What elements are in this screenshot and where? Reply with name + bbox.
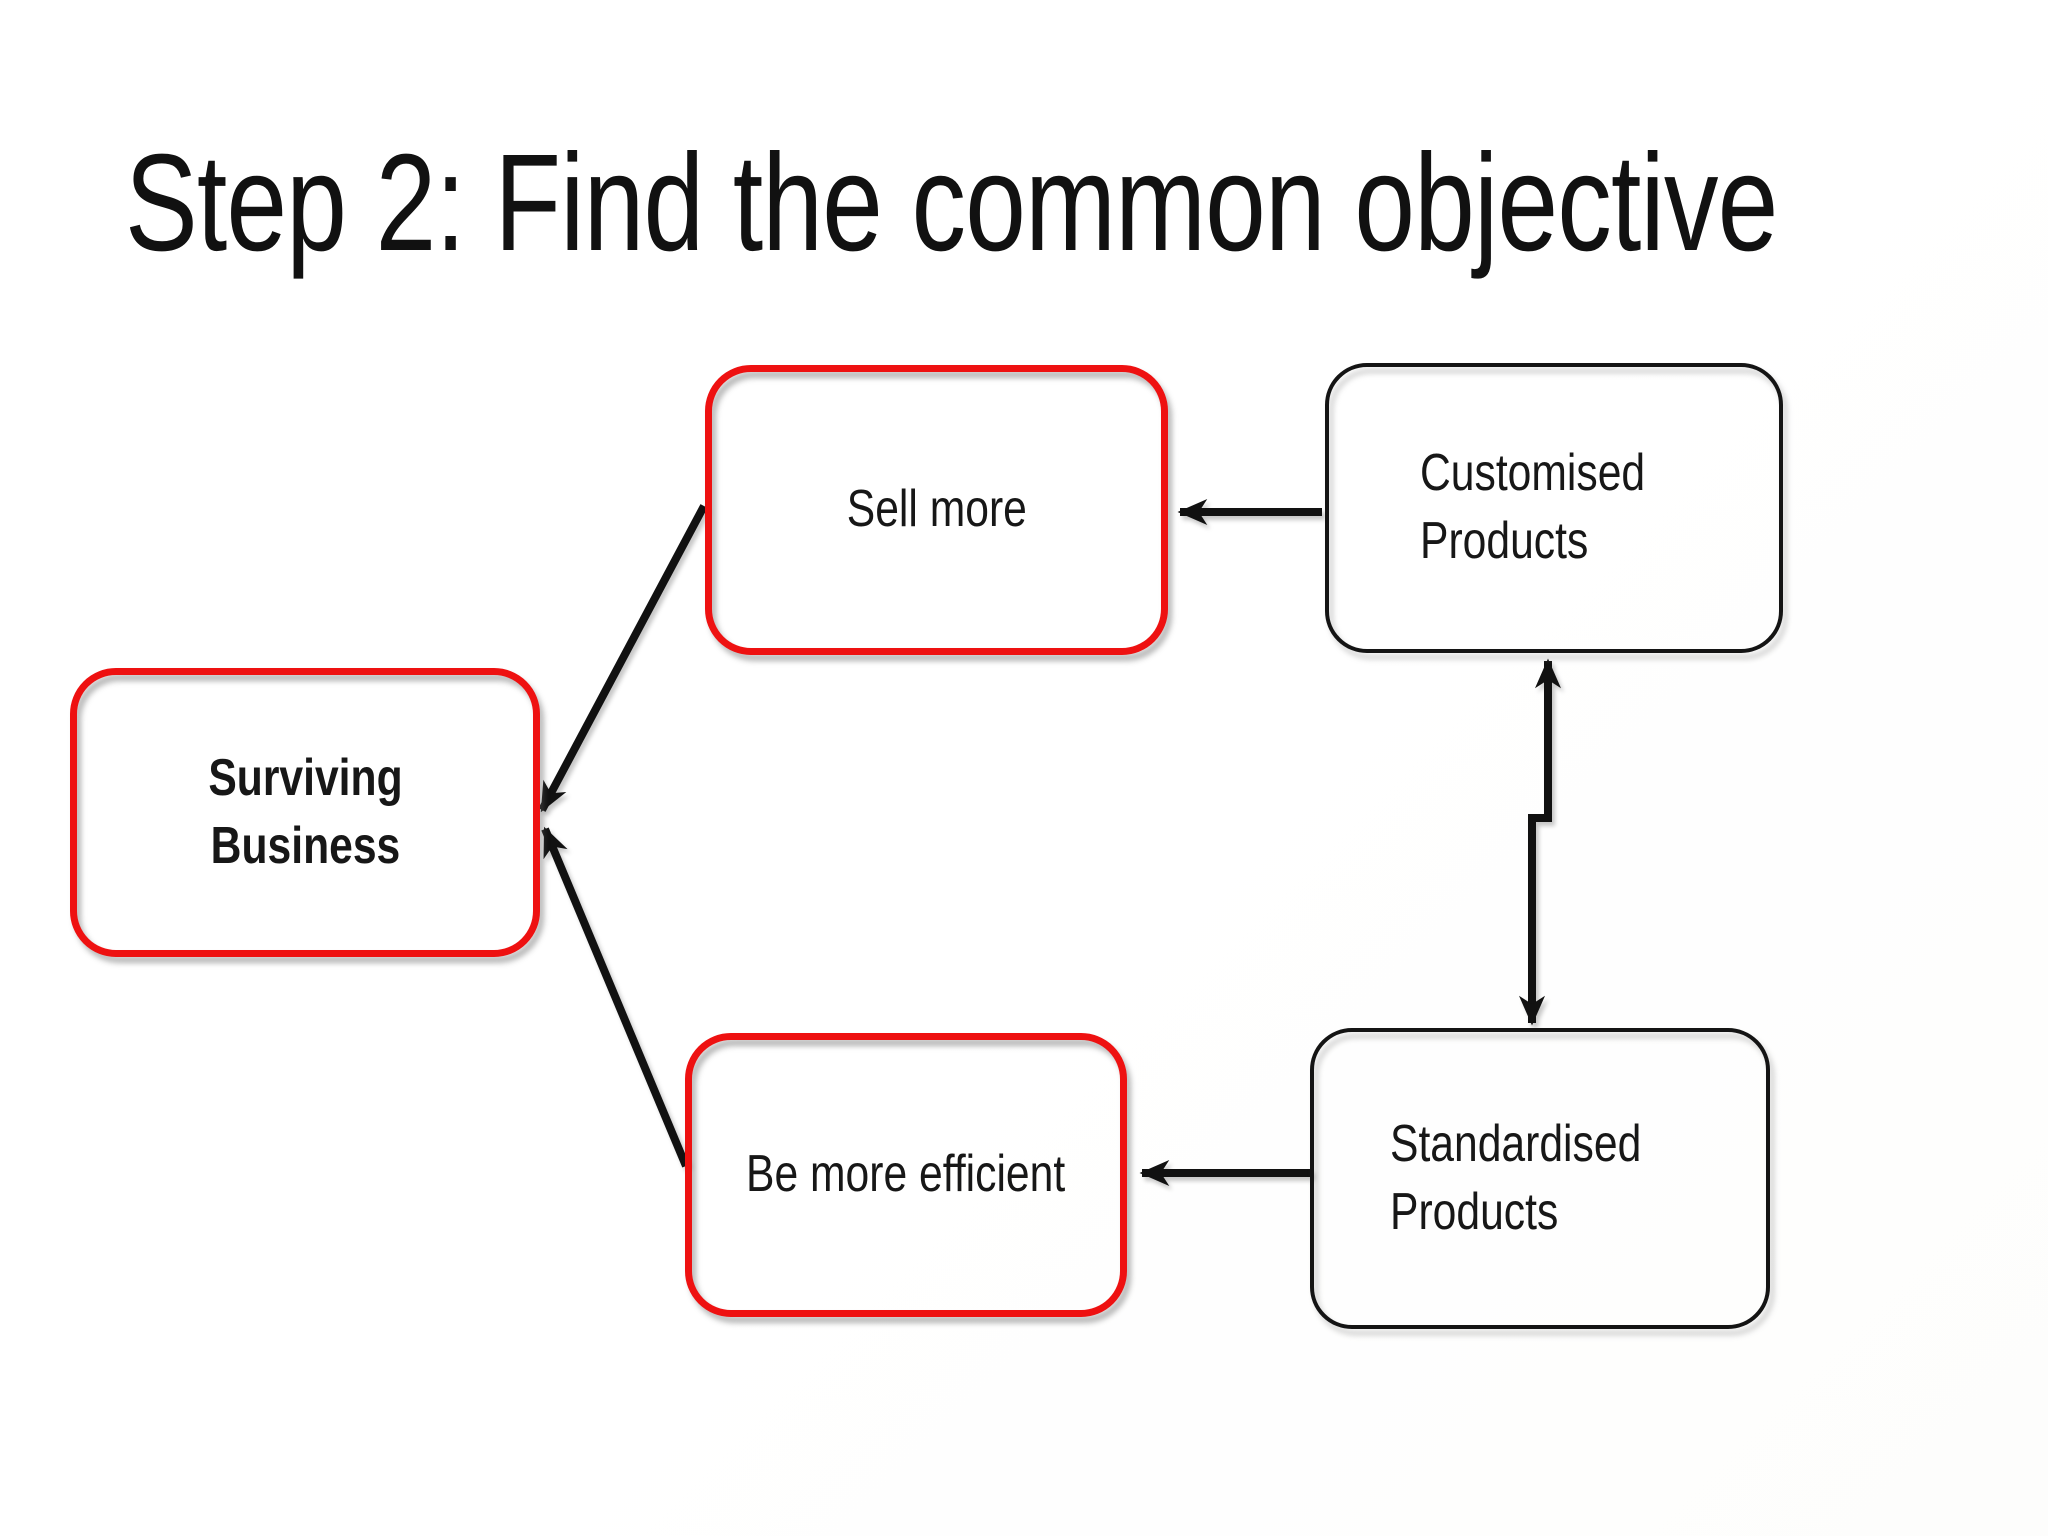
node-surviving-business-border — [70, 668, 540, 957]
arrow-be-more-efficient-to-surviving-business — [541, 826, 690, 1168]
node-surviving-business: Surviving Business — [70, 668, 540, 957]
node-sell-more: Sell more — [705, 365, 1168, 655]
double-arrow-customised-standardised-shaft — [1528, 662, 1552, 1022]
node-sell-more-border — [705, 365, 1168, 655]
slide-title: Step 2: Find the common objective — [125, 126, 1778, 280]
arrow-sell-more-to-surviving-business — [538, 504, 708, 813]
node-customised-products: Customised Products — [1325, 363, 1783, 653]
node-be-more-efficient-border — [685, 1033, 1127, 1317]
node-standardised-products: Standardised Products — [1310, 1028, 1770, 1329]
node-customised-products-border — [1325, 363, 1783, 653]
node-customised-products-label: Customised Products — [1420, 444, 1646, 570]
node-sell-more-label: Sell more — [846, 480, 1027, 539]
node-be-more-efficient: Be more efficient — [685, 1033, 1127, 1317]
node-standardised-products-label: Standardised Products — [1390, 1114, 1642, 1241]
node-standardised-products-border — [1310, 1028, 1770, 1329]
node-surviving-business-label: Surviving Business — [207, 748, 403, 875]
node-be-more-efficient-label: Be more efficient — [746, 1145, 1066, 1204]
